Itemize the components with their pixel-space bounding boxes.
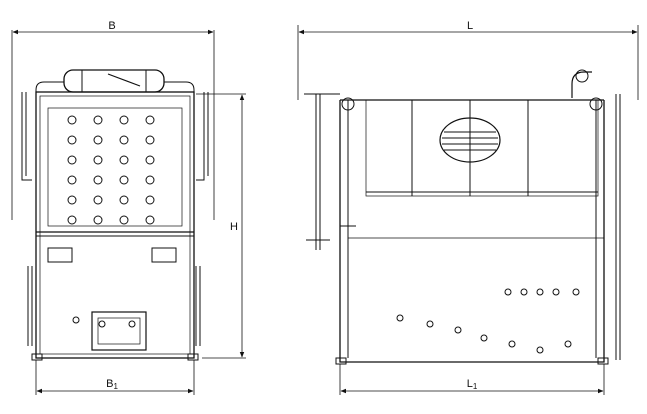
- valve-fitting: [93, 115, 103, 125]
- port-circle: [480, 334, 488, 342]
- valve-fitting: [145, 195, 155, 205]
- port-circle: [536, 346, 544, 354]
- port-circle: [536, 288, 544, 296]
- dim-length: [297, 25, 639, 100]
- valve-fitting: [145, 215, 155, 225]
- valve-fitting: [119, 135, 129, 145]
- valve-fitting: [119, 155, 129, 165]
- valve-fitting: [67, 135, 77, 145]
- valve-fitting: [67, 195, 77, 205]
- dim-label-base-width: B1: [106, 378, 118, 391]
- port-circle: [504, 288, 512, 296]
- dim-height: [196, 93, 246, 359]
- port-circle: [396, 314, 404, 322]
- valve-fitting: [119, 195, 129, 205]
- valve-fitting: [67, 155, 77, 165]
- port-circle: [564, 340, 572, 348]
- valve-fitting: [119, 115, 129, 125]
- port-circle: [508, 340, 516, 348]
- valve-fitting: [145, 175, 155, 185]
- port-circle: [572, 288, 580, 296]
- valve-fitting: [119, 215, 129, 225]
- dim-front-width: [11, 29, 215, 220]
- valve-fitting: [67, 215, 77, 225]
- valve-fitting: [67, 175, 77, 185]
- port-circle: [552, 288, 560, 296]
- valve-fitting: [93, 135, 103, 145]
- valve-fitting: [145, 155, 155, 165]
- valve-fitting: [67, 115, 77, 125]
- side-view: [304, 69, 621, 365]
- valve-fitting: [93, 215, 103, 225]
- dim-label-base-length: L1: [467, 378, 478, 391]
- side-ports: [396, 288, 580, 354]
- port-circle: [454, 326, 462, 334]
- dim-base-length: [339, 364, 605, 395]
- dim-label-height: H: [230, 221, 238, 233]
- valve-grid: [67, 115, 155, 225]
- top-drum: [63, 69, 165, 93]
- valve-fitting: [93, 175, 103, 185]
- valve-fitting: [145, 115, 155, 125]
- oval-sight-port: [439, 117, 501, 163]
- valve-fitting: [93, 155, 103, 165]
- front-view: [21, 69, 209, 361]
- port-circle: [426, 320, 434, 328]
- burner-plate: [91, 311, 147, 351]
- dim-label-length: L: [467, 20, 473, 32]
- valve-fitting: [93, 195, 103, 205]
- dim-label-front-width: B: [108, 20, 115, 32]
- valve-fitting: [145, 135, 155, 145]
- port-circle: [520, 288, 528, 296]
- dim-base-width: [35, 360, 195, 395]
- valve-fitting: [119, 175, 129, 185]
